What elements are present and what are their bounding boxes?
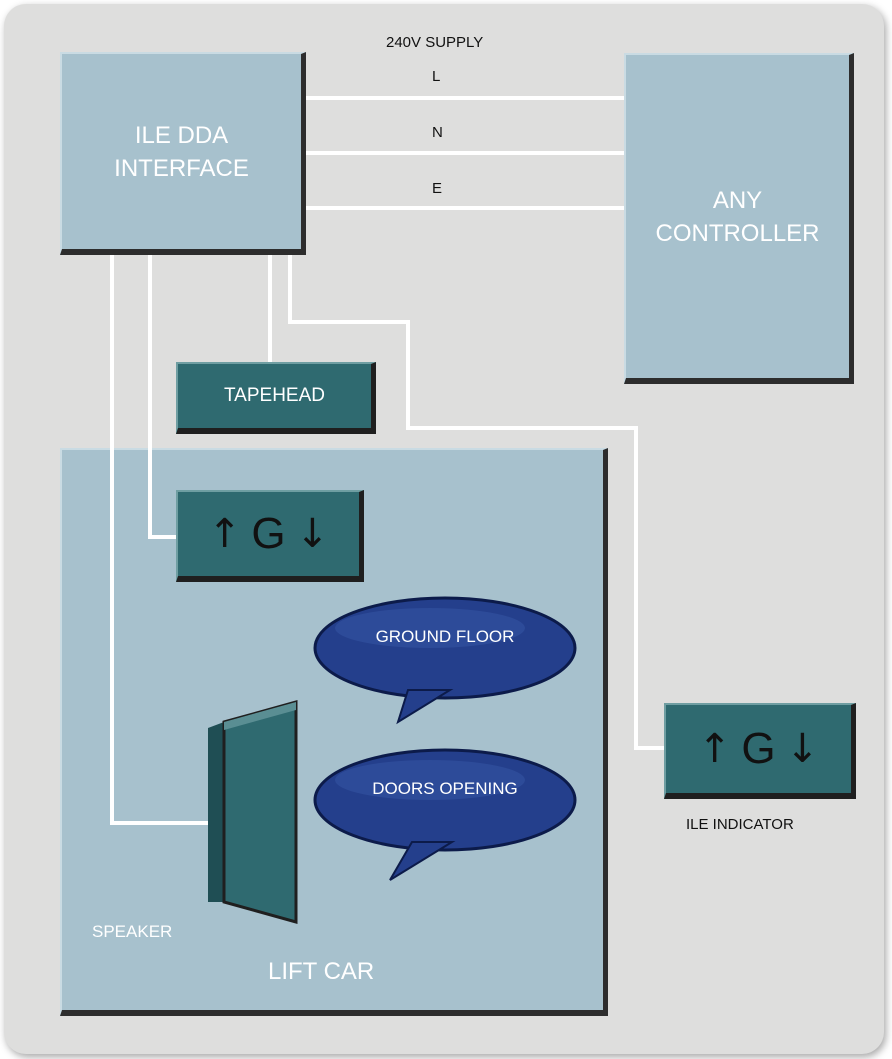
bubble-text-doors-opening: DOORS OPENING [372, 779, 518, 798]
down-arrow-icon: ↓ [785, 726, 820, 772]
supply-line-earth: E [432, 180, 443, 197]
speaker-label: SPEAKER [92, 922, 173, 941]
controller-box: ANY CONTROLLER [624, 53, 854, 384]
tapehead-box: TAPEHEAD [176, 362, 376, 434]
up-arrow-icon: ↑ [697, 726, 732, 772]
speaker-icon [208, 700, 298, 924]
car-position-indicator: ↑ G ↓ [176, 490, 364, 582]
lift-car-label: LIFT CAR [268, 958, 375, 985]
floor-letter: G [741, 724, 776, 773]
bubble-text-ground-floor: GROUND FLOOR [375, 627, 515, 646]
speech-bubble-ground-floor [313, 596, 577, 725]
supply-line-neutral: N [432, 124, 443, 141]
supply-title: 240V SUPPLY [386, 34, 484, 51]
floor-letter: G [251, 509, 286, 558]
wire-speaker [110, 255, 208, 825]
wire-ile-indicator [288, 255, 664, 750]
interface-line2: INTERFACE [114, 154, 249, 182]
speech-bubble-doors-opening [313, 748, 577, 881]
interface-line1: ILE DDA [134, 121, 229, 149]
supply-line-live: L [432, 68, 441, 85]
up-arrow-icon: ↑ [207, 511, 242, 557]
ile-indicator: ↑ G ↓ [664, 703, 856, 799]
wire-car-indicator [148, 255, 177, 539]
tapehead-label: TAPEHEAD [223, 385, 325, 406]
interface-box: ILE DDA INTERFACE [60, 52, 306, 255]
down-arrow-icon: ↓ [295, 511, 330, 557]
controller-line1: ANY [712, 186, 763, 214]
controller-line2: CONTROLLER [655, 219, 820, 247]
ile-indicator-caption: ILE INDICATOR [686, 816, 794, 833]
